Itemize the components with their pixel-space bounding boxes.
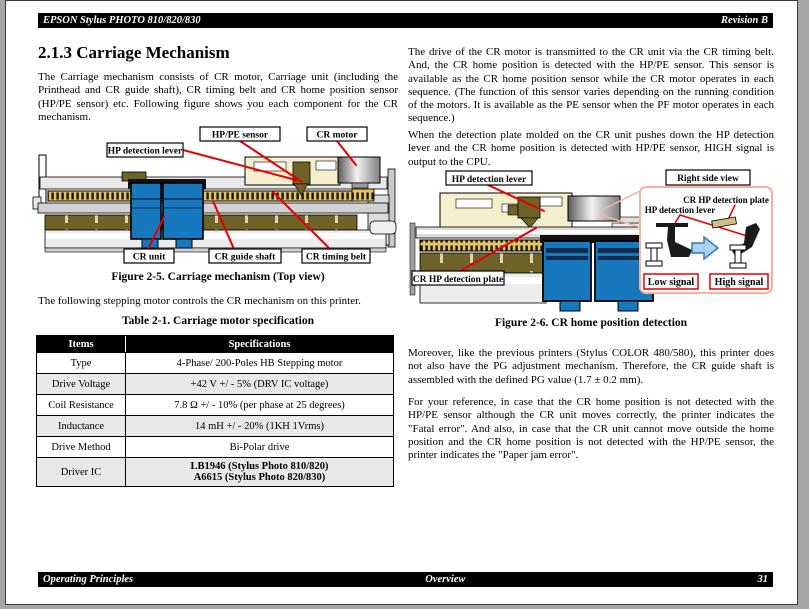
driver-ic-line1: LB1946 (Stylus Photo 810/820) [190,461,329,472]
cr-unit-label: CR unit [133,253,166,263]
transition-arrow-icon [691,235,720,261]
row-item: Drive Voltage [37,374,126,394]
row-spec: 14 mH +/ - 20% (1KH 1Vrms) [195,420,324,432]
hp-detection-lever-label: HP detection lever [108,147,183,157]
cr-guide-shaft-label: CR guide shaft [215,253,277,263]
body-paragraph-3: Moreover, like the previous printers (St… [408,347,774,386]
row-spec: LB1946 (Stylus Photo 810/820) A6615 (Sty… [126,458,393,486]
page-header-bar: EPSON Stylus PHOTO 810/820/830 Revision … [38,13,773,28]
row-item: Driver IC [37,458,126,486]
zoom-connector-lines [599,190,641,228]
table-row: Type 4-Phase/ 200-Poles HB Stepping moto… [37,352,393,373]
table-row: Driver IC LB1946 (Stylus Photo 810/820) … [37,457,393,486]
cr-timing-belt-label: CR timing belt [306,253,367,263]
right-side-view-label: Right side view [677,174,739,184]
carriage-motor-spec-table: Items Specifications Type 4-Phase/ 200-P… [36,335,394,487]
header-revision: Revision B [721,15,768,26]
cr-timing-belt-shape [419,239,547,252]
figure-2-6-diagram: CR HP detection plate HP detection lever [409,169,773,312]
hp-detection-lever-shape [293,183,309,196]
row-item: Coil Resistance [37,395,126,415]
cr-hp-detection-plate-label-box [411,270,505,286]
table-row: Inductance 14 mH +/ - 20% (1KH 1Vrms) [37,415,393,436]
row-spec: +42 V +/ - 5% (DRV IC voltage) [190,378,329,390]
high-signal-label: High signal [715,277,764,288]
hp-detection-lever-label-box [445,170,533,186]
header-title: EPSON Stylus PHOTO 810/820/830 [43,15,201,26]
row-item: Inductance [37,416,126,436]
cr-motor-label-box [306,126,368,142]
cr-motor-label: CR motor [317,131,359,141]
hp-pe-sensor-label: HP/PE sensor [212,131,269,141]
cr-timing-belt-label-box [301,248,371,264]
low-signal-label: Low signal [648,277,695,288]
intro-paragraph: The Carriage mechanism consists of CR mo… [38,71,398,123]
figure-2-5-diagram: HP/PE sensor CR motor HP detection lever… [32,126,397,264]
lever-sketch-low [645,223,692,267]
belt-pulley-shape [351,188,375,202]
row-spec: 7.8 Ω +/ - 10% (per phase at 25 degrees) [174,399,345,411]
callout-lines [459,184,545,272]
footer-page-number: 31 [757,574,769,585]
callout-lines [147,140,357,250]
detection-plate-sketch [711,216,737,229]
table-row: Drive Voltage +42 V +/ - 5% (DRV IC volt… [37,373,393,394]
table-header-specifications: Specifications [228,338,291,350]
figure-2-6-caption: Figure 2-6. CR home position detection [494,317,688,329]
body-paragraph-2: When the detection plate molded on the C… [408,129,774,168]
table-2-1-title: Table 2-1. Carriage motor specification [122,315,314,327]
row-spec: Bi-Polar drive [229,441,290,453]
cr-guide-shaft-shape [37,202,389,214]
table-header-items: Items [37,336,126,352]
figure-2-5-caption: Figure 2-5. Carriage mechanism (Top view… [111,271,325,283]
footer-chapter: Operating Principles [43,574,134,585]
cr-unit-shape [121,171,206,249]
motor-note: The following stepping motor controls th… [38,295,361,307]
low-signal-box [643,273,699,290]
body-paragraph-1: The drive of the CR motor is transmitted… [408,46,774,125]
row-item: Type [37,353,126,373]
cr-unit-label-box [123,248,175,264]
driver-ic-line2: A6615 (Stylus Photo 820/830) [193,472,326,483]
right-side-view-content: CR HP detection plate HP detection lever [643,195,769,290]
hp-detection-lever-label-box [106,142,184,158]
table-row: Coil Resistance 7.8 Ω +/ - 10% (per phas… [37,394,393,415]
section-heading: 2.1.3 Carriage Mechanism [38,43,230,62]
row-item: Drive Method [37,437,126,457]
cr-hp-detection-plate-label: CR HP detection plate [413,275,504,285]
row-spec: 4-Phase/ 200-Poles HB Stepping motor [176,357,343,369]
panel-hp-detection-lever-label: HP detection lever [645,205,715,215]
cr-guide-shaft-label-box [208,248,282,264]
right-side-view-label-box [665,169,751,186]
table-row: Drive Method Bi-Polar drive [37,436,393,457]
hp-pe-sensor-label-box [199,126,281,142]
lever-sketch-high [711,216,760,269]
document-page: EPSON Stylus PHOTO 810/820/830 Revision … [5,0,798,605]
footer-section: Overview [425,574,466,585]
cr-motor-shape [337,156,381,202]
cr-motor-shape [567,195,621,222]
page-footer-bar: Operating Principles Overview 31 [38,572,773,587]
table-header-row: Items Specifications [37,336,393,352]
hp-detection-lever-label: HP detection lever [452,175,527,185]
high-signal-box [709,273,769,290]
cr-timing-belt-shape [47,190,361,202]
body-paragraph-4: For your reference, in case that the CR … [408,396,774,462]
panel-cr-hp-detection-plate-label: CR HP detection plate [683,195,769,205]
